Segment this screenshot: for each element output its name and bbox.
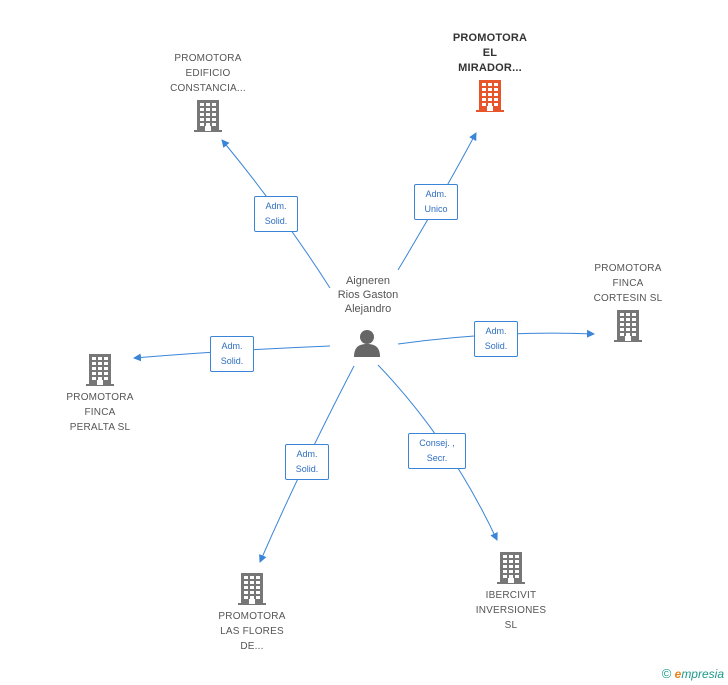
company-label: PROMOTORA EL MIRADOR... xyxy=(452,32,528,74)
company-label: PROMOTORA FINCA PERALTA SL xyxy=(66,392,134,433)
company-label: PROMOTORA LAS FLORES DE... xyxy=(218,611,286,652)
company-label: PROMOTORA EDIFICIO CONSTANCIA... xyxy=(170,53,246,94)
building-icon xyxy=(440,79,540,113)
company-node-promotora-el-mirador[interactable]: PROMOTORA EL MIRADOR... xyxy=(440,31,540,116)
building-icon xyxy=(50,353,150,387)
relation-label[interactable]: Consej. , Secr. xyxy=(408,433,466,469)
building-icon xyxy=(158,99,258,133)
center-person[interactable] xyxy=(350,328,384,358)
center-person-label[interactable]: Aigneren Rios Gaston Alejandro xyxy=(337,275,399,315)
building-icon xyxy=(461,551,561,585)
relation-label[interactable]: Adm. Unico xyxy=(414,184,458,220)
brand-name: mpresia xyxy=(681,667,724,681)
relation-label[interactable]: Adm. Solid. xyxy=(210,336,254,372)
person-icon xyxy=(354,330,380,357)
company-node-ibercivit-inversiones[interactable]: IBERCIVIT INVERSIONES SL xyxy=(461,548,561,633)
relation-label[interactable]: Adm. Solid. xyxy=(474,321,518,357)
company-node-promotora-las-flores[interactable]: PROMOTORA LAS FLORES DE... xyxy=(202,569,302,654)
company-label: IBERCIVIT INVERSIONES SL xyxy=(475,590,547,631)
relation-label[interactable]: Adm. Solid. xyxy=(285,444,329,480)
copyright-symbol: © xyxy=(661,666,672,681)
brand-initial: e xyxy=(674,667,682,681)
building-icon xyxy=(202,572,302,606)
building-icon xyxy=(578,309,678,343)
company-node-promotora-edificio-constancia[interactable]: PROMOTORA EDIFICIO CONSTANCIA... xyxy=(158,51,258,136)
company-label: PROMOTORA FINCA CORTESIN SL xyxy=(593,263,663,304)
company-node-promotora-finca-peralta[interactable]: PROMOTORA FINCA PERALTA SL xyxy=(50,350,150,435)
company-node-promotora-finca-cortesin[interactable]: PROMOTORA FINCA CORTESIN SL xyxy=(578,261,678,346)
relation-label[interactable]: Adm. Solid. xyxy=(254,196,298,232)
brand-footer: © empresia xyxy=(662,666,724,681)
